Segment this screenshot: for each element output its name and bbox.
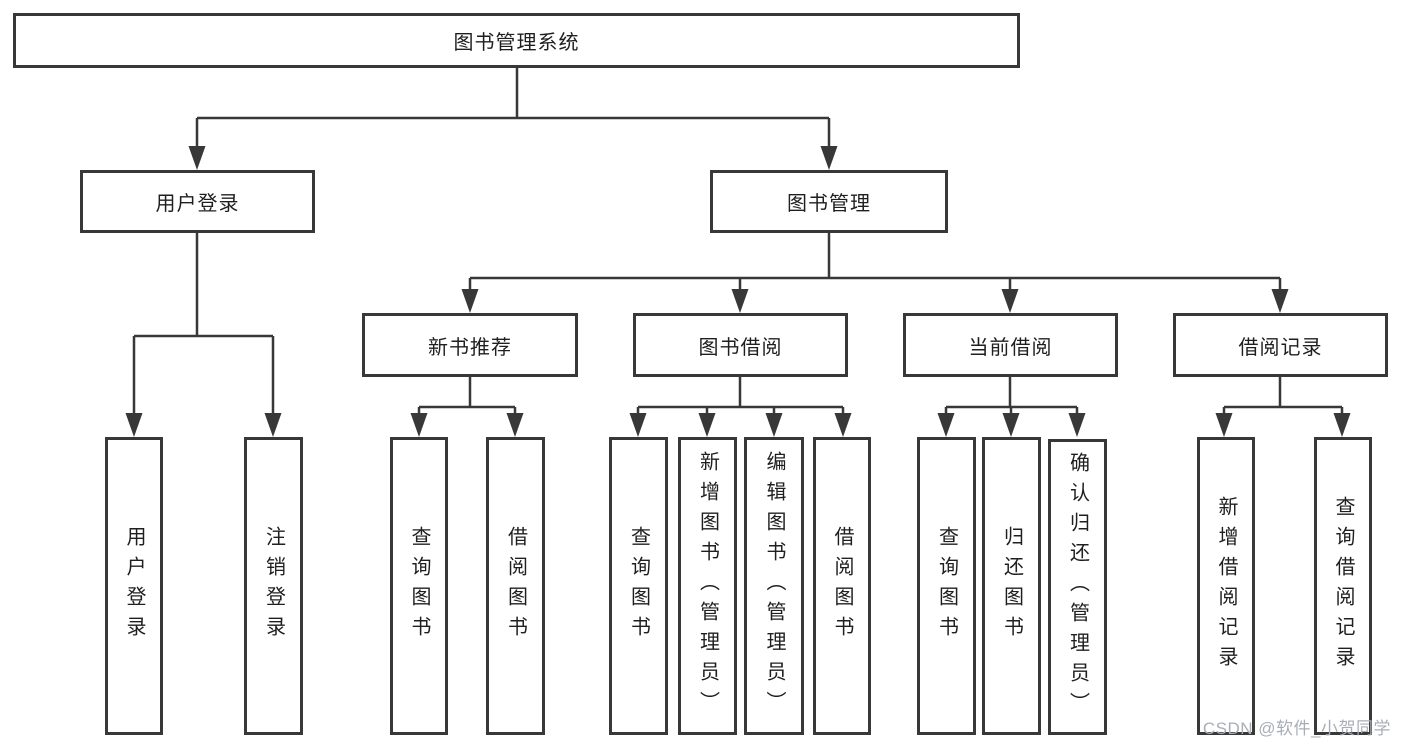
leaf-bb-add-books-admin-label: 新增图书（管理员） [696,451,719,721]
arrowhead [1068,413,1086,437]
node-user-login: 用户登录 [80,170,315,233]
arrowhead [937,413,955,437]
arrowhead [1333,413,1351,437]
node-new-book-recommend-label: 新书推荐 [428,336,512,359]
node-current-borrow-label: 当前借阅 [968,336,1053,359]
leaf-bb-borrow-books: 借阅图书 [813,437,871,735]
leaf-logout-label: 注销登录 [262,526,285,646]
leaf-br-query-record: 查询借阅记录 [1314,437,1372,735]
arrowhead [125,413,143,437]
node-borrow-records-label: 借阅记录 [1238,336,1323,359]
arrowhead [765,413,783,437]
leaf-cb-return-books-label: 归还图书 [1000,526,1023,646]
node-current-borrow: 当前借阅 [903,313,1118,377]
leaf-cb-confirm-return-admin: 确认归还（管理员） [1048,439,1107,735]
connector-currentborrow-to-leaves [944,377,1079,415]
node-root-label: 图书管理系统 [453,32,580,54]
leaf-bb-edit-books-admin: 编辑图书（管理员） [744,437,804,735]
connector-root-to-level2 [195,68,831,148]
arrowhead [461,289,479,313]
leaf-br-query-record-label: 查询借阅记录 [1332,496,1354,676]
leaf-user-login-label: 用户登录 [123,526,145,646]
leaf-cb-return-books: 归还图书 [982,437,1041,735]
node-book-management-label: 图书管理 [787,193,871,215]
node-book-borrow: 图书借阅 [633,313,848,377]
node-borrow-records: 借阅记录 [1173,313,1388,377]
leaf-nbr-borrow-books: 借阅图书 [486,437,545,735]
leaf-bb-borrow-books-label: 借阅图书 [831,526,853,646]
leaf-nbr-query-books: 查询图书 [390,437,448,735]
leaf-br-add-record: 新增借阅记录 [1197,437,1255,735]
arrowhead [1215,413,1233,437]
node-new-book-recommend: 新书推荐 [362,313,578,377]
leaf-nbr-query-books-label: 查询图书 [408,526,430,646]
arrowhead [1002,413,1020,437]
leaf-cb-confirm-return-admin-label: 确认归还（管理员） [1066,452,1089,722]
arrowhead [1001,289,1019,313]
arrowhead [410,413,428,437]
arrowhead [834,413,852,437]
connector-userlogin-to-leaves [132,233,275,415]
csdn-watermark: CSDN @软件_小贺同学 [1202,719,1391,738]
connector-bookmgmt-to-level3 [468,233,1282,291]
leaf-bb-edit-books-admin-label: 编辑图书（管理员） [763,451,785,721]
arrowhead [820,146,838,170]
leaf-bb-add-books-admin: 新增图书（管理员） [678,437,737,735]
arrowhead [629,413,647,437]
leaf-bb-query-books-label: 查询图书 [627,526,650,646]
leaf-cb-query-books-label: 查询图书 [935,526,958,646]
connector-borrowrecords-to-leaves [1222,377,1344,415]
arrowhead [698,413,716,437]
node-book-borrow-label: 图书借阅 [698,336,783,359]
arrowhead [264,413,282,437]
leaf-bb-query-books: 查询图书 [609,437,668,735]
arrowhead [1271,289,1289,313]
arrowhead [731,289,749,313]
leaf-nbr-borrow-books-label: 借阅图书 [504,526,527,646]
node-root: 图书管理系统 [13,13,1020,68]
connector-newbookrec-to-leaves [417,377,517,415]
leaf-logout: 注销登录 [244,437,303,735]
connector-bookborrow-to-leaves [636,377,845,415]
node-user-login-label: 用户登录 [155,193,240,215]
leaf-br-add-record-label: 新增借阅记录 [1215,496,1237,676]
leaf-user-login: 用户登录 [105,437,163,735]
leaf-cb-query-books: 查询图书 [917,437,976,735]
arrowhead [506,413,524,437]
arrowhead [188,146,206,170]
node-book-management: 图书管理 [710,170,948,233]
